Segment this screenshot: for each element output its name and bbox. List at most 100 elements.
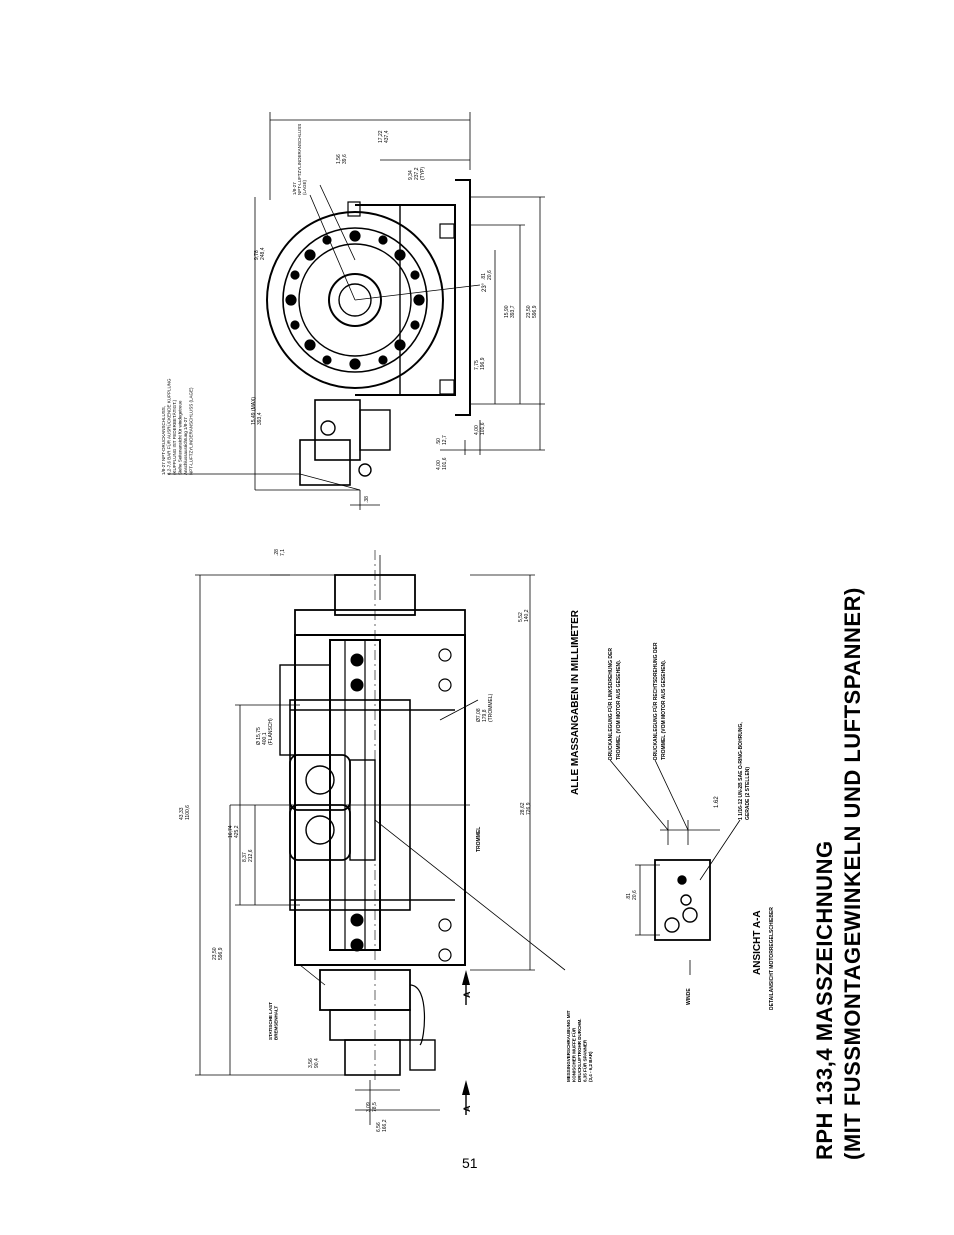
port2-a: 1/8-27 NPT-DRUCKANSCHLUSS, <box>161 406 166 475</box>
dim-2350s-b: 596,9 <box>218 947 224 960</box>
dim-1575-c: (FLANSCH) <box>268 718 274 745</box>
dim-1549-a: 15,49 (MAX) <box>251 397 257 425</box>
right-rot-a: DRUCKANLEGUNG FÜR RECHTSDREHUNG DER <box>652 642 659 760</box>
dim-156-a: 1,56 <box>336 154 342 164</box>
svg-text:9,78248,4: 9,78248,4 <box>254 247 266 260</box>
svg-text:6,56166,2: 6,56166,2 <box>376 1119 388 1132</box>
view-aa-label: ANSICHT A-A <box>752 910 763 975</box>
dim-978-b: 248,4 <box>260 247 266 260</box>
dim-1590-a: 15,90 <box>504 305 510 318</box>
detail81-a: .81 <box>626 893 632 900</box>
dim-1575-b: 400,1 <box>262 732 268 745</box>
dim-400-a: 4,00 <box>474 425 480 435</box>
port-note-b: GERADE (2 STELLEN) <box>745 767 751 820</box>
fitting-d: 6,35 FÜR SPANNER <box>582 1039 588 1082</box>
dim-1722-b: 437,4 <box>384 130 390 143</box>
dim-400b-b: 101,6 <box>442 457 448 470</box>
title-line2: (MIT FUSSMONTAGEWINKELN UND LUFTSPANNER) <box>840 587 865 1160</box>
svg-text:4,00101,6: 4,00101,6 <box>474 422 486 435</box>
port1-a: 1/8-27 <box>292 182 297 195</box>
svg-text:.38: .38 <box>364 496 370 503</box>
port1-b: NPT-LUFTZYLINDERANSCHLUSS <box>297 124 302 195</box>
svg-text:1/8-27NPT-LUFTZYLINDERANSCHLUS: 1/8-27NPT-LUFTZYLINDERANSCHLUSS(LAGE) <box>292 124 307 195</box>
dim-1722-a: 17,22 <box>378 130 384 143</box>
side-view <box>195 550 566 1125</box>
title-line1: RPH 133,4 MASSZEICHNUNG <box>812 840 837 1160</box>
dim-1575-a: Ø 15,75 <box>256 727 262 745</box>
svg-text:Ø 15,75400,1(FLANSCH): Ø 15,75400,1(FLANSCH) <box>256 718 274 745</box>
dim-28-b: 7,1 <box>280 549 286 556</box>
svg-text:7,75196,9: 7,75196,9 <box>474 357 486 370</box>
dim-356-a: 3,56 <box>308 1058 314 1068</box>
fitting-c: DRUCKLUFTROHR DURCHM. <box>577 1019 582 1083</box>
dim-309-a: 3,09 <box>366 1102 372 1112</box>
dim-309-b: 78,5 <box>372 1102 378 1112</box>
trommel-label: TROMMEL <box>476 827 482 852</box>
dim-552-a: 5,52 <box>518 612 524 622</box>
svg-text:23,50596,9: 23,50596,9 <box>212 947 224 960</box>
svg-text:17,22437,4: 17,22437,4 <box>378 130 390 143</box>
dim-38: .38 <box>364 496 370 503</box>
top-view-labels: 17,22437,4 9,34237,2(TYP) 9,78248,4 .812… <box>161 124 538 503</box>
dim-2350-b: 596,9 <box>532 305 538 318</box>
svg-text:3,0978,5: 3,0978,5 <box>366 1102 378 1112</box>
end-view <box>168 112 545 510</box>
dim-1590-b: 393,7 <box>510 305 516 318</box>
port2-f: NPT-LUFTZYLINDERANSCHLUSS (LAGE) <box>189 387 194 475</box>
svg-text:28,62726,9: 28,62726,9 <box>520 802 532 815</box>
angle-23: 23° <box>482 282 488 292</box>
right-rot-b: TROMMEL (VOM MOTOR AUS GESEHEN). <box>661 659 667 760</box>
dim-81-b: 20,6 <box>487 270 493 280</box>
dim-28-a: .28 <box>274 549 280 556</box>
svg-text:MESSINGVERSCHRAUBUNG MITKONISC: MESSINGVERSCHRAUBUNG MITKONISCHER MUFFE … <box>566 1010 593 1082</box>
svg-text:Ø7,08179,8(TROMMEL): Ø7,08179,8(TROMMEL) <box>476 693 494 722</box>
dim-81-a: .81 <box>481 273 487 280</box>
dim-1674-a: 16,74 <box>228 825 234 838</box>
page-number: 51 <box>462 1155 478 1171</box>
dim-978-a: 9,78 <box>254 250 260 260</box>
dim-356-b: 90,4 <box>314 1058 320 1068</box>
dim-162: 1.62 <box>714 796 720 808</box>
detail81-b: 20,6 <box>632 890 638 900</box>
dim-50-a: .50 <box>436 438 442 445</box>
svg-text:43,331100,6: 43,331100,6 <box>179 805 191 820</box>
fitting-e: (3,4 - 6,2 BAR) <box>588 1051 593 1082</box>
dim-1549-b: 393,4 <box>257 412 263 425</box>
svg-text:DRUCKANLEGUNG FÜR RECHTSDREHUN: DRUCKANLEGUNG FÜR RECHTSDREHUNG DERTROMM… <box>652 642 667 760</box>
dim-2862-a: 28,62 <box>520 802 526 815</box>
static-load-b: BREMSENHALT <box>274 1006 279 1040</box>
dim-656-b: 166,2 <box>382 1119 388 1132</box>
port2-d: Siehe Seitenansicht für windegetreue <box>178 400 183 475</box>
all-mm-note: ALLE MASSANGABEN IN MILLIMETER <box>570 609 581 795</box>
svg-text:.8120,6: .8120,6 <box>626 890 638 900</box>
svg-text:.5012,7: .5012,7 <box>436 435 448 445</box>
dim-2350-a: 23,50 <box>526 305 532 318</box>
svg-text:15,90393,7: 15,90393,7 <box>504 305 516 318</box>
svg-text:1 1/16-12 UN-2B SAE O-RING-BOH: 1 1/16-12 UN-2B SAE O-RING-BOHRUNG,GERAD… <box>738 722 751 820</box>
detail-view-aa <box>609 759 741 975</box>
dim-400b-a: 4,00 <box>436 460 442 470</box>
detail-valve-label: DETAILANSICHT MOTORREGELSCHIEBER <box>769 907 775 1010</box>
fitting-a: MESSINGVERSCHRAUBUNG MIT <box>566 1010 571 1082</box>
port2-c: (KUPPLUNG IST FEDERBETÄTIGT.) <box>171 399 177 475</box>
svg-text:15,49 (MAX)393,4: 15,49 (MAX)393,4 <box>251 397 263 425</box>
fitting-b: KONISCHER MUFFE FÜR <box>571 1027 577 1082</box>
svg-text:5,52140,2: 5,52140,2 <box>518 609 530 622</box>
page-title: RPH 133,4 MASSZEICHNUNG (MIT FUSSMONTAGE… <box>812 587 865 1160</box>
dim-708-c: (TROMMEL) <box>488 693 494 722</box>
svg-text:9,34237,2(TYP): 9,34237,2(TYP) <box>408 167 426 180</box>
dim-837-a: 8,37 <box>242 852 248 862</box>
dim-2862-b: 726,9 <box>526 802 532 815</box>
dim-837-b: 212,6 <box>248 849 254 862</box>
dim-934-b: 237,2 <box>414 167 420 180</box>
svg-text:.287,1: .287,1 <box>274 549 286 556</box>
dim-775-a: 7,75 <box>474 360 480 370</box>
svg-text:23,50596,9: 23,50596,9 <box>526 305 538 318</box>
winde-label: WINDE <box>686 988 692 1005</box>
svg-text:DRUCKANLEGUNG FÜR LINKSDREHUNG: DRUCKANLEGUNG FÜR LINKSDREHUNG DERTROMME… <box>607 648 622 760</box>
dim-156-b: 39,6 <box>342 154 348 164</box>
section-mark-upper: A <box>462 991 472 998</box>
svg-text:8,37212,6: 8,37212,6 <box>242 849 254 862</box>
port2-e: Anschlussausrichtung 1/8-27 <box>183 417 188 475</box>
